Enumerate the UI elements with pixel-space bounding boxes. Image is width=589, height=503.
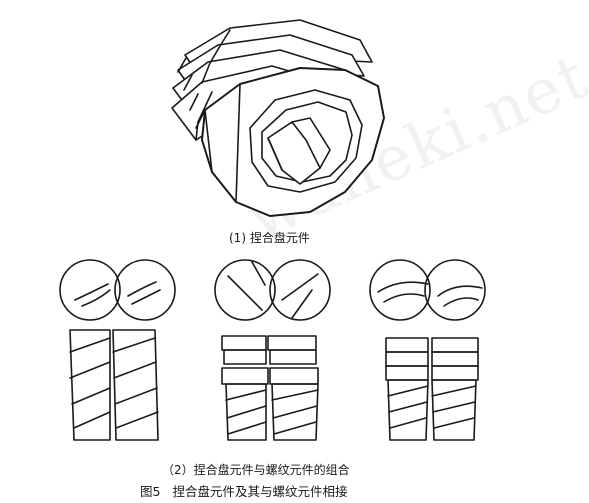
figure-caption: 图5 捏合盘元件及其与螺纹元件相接 [140,481,347,500]
screw-kneading-pair-right [369,259,486,441]
kneading-disc-illustration [171,19,385,217]
figure-number: 图5 [140,484,161,499]
caption-kneading-disc: (1) 捏合盘元件 [229,231,310,245]
figure-title: 捏合盘元件及其与螺纹元件相接 [172,484,348,499]
screw-kneading-pair-middle [214,259,331,441]
caption-combination: （2）捏合盘元件与螺纹元件的组合 [162,463,350,477]
screw-pair-left [59,259,176,441]
